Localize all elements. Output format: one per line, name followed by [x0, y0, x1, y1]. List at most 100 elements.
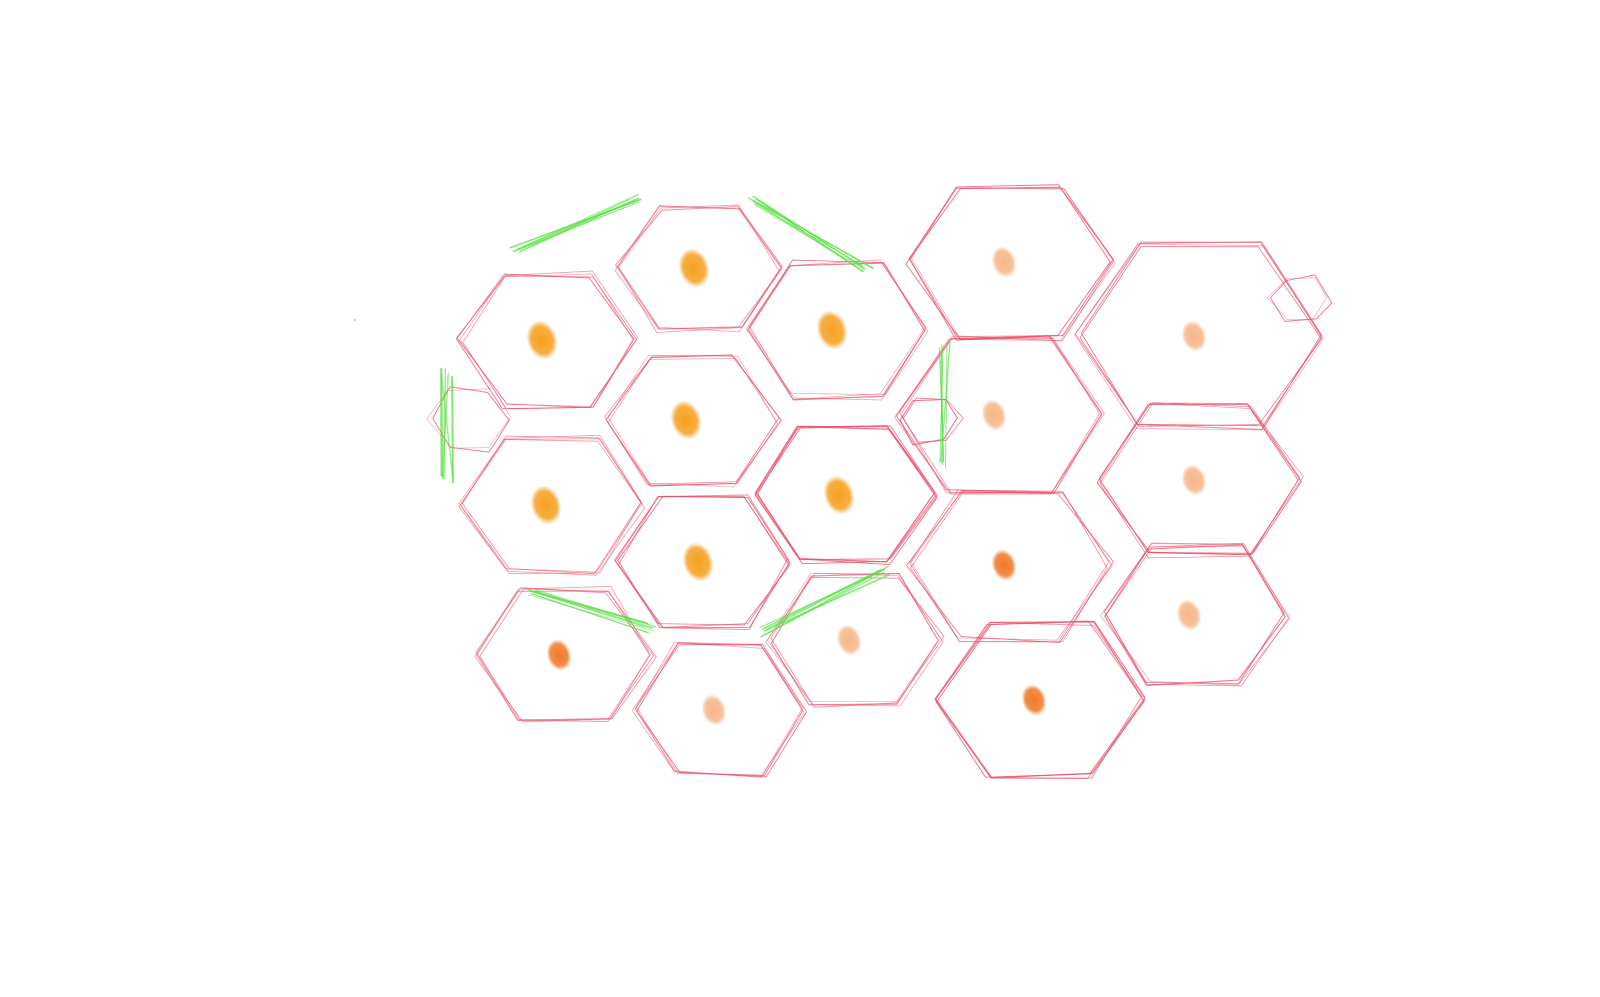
cell-outline-stroke — [910, 492, 1110, 643]
cell-4 — [604, 354, 782, 488]
green-edge-4 — [938, 342, 951, 469]
green-edge-3 — [440, 367, 454, 484]
cell-12 — [1074, 241, 1324, 431]
green-edge-stroke — [518, 198, 630, 253]
cell-outline-stroke — [634, 643, 808, 778]
nucleus-12 — [1181, 320, 1207, 352]
stray-dot — [354, 319, 356, 321]
cell-outline-stroke — [461, 435, 642, 574]
green-edge-stroke — [939, 345, 944, 464]
nucleus-17 — [1021, 684, 1047, 716]
cell-fragment-2 — [899, 397, 964, 446]
cell-outline-stroke — [934, 621, 1145, 779]
cell-outline-stroke — [906, 491, 1114, 643]
cell-outline-stroke — [755, 425, 936, 563]
cell-outline-stroke — [456, 275, 637, 408]
green-edge-2 — [747, 195, 874, 273]
cell-outline-stroke — [459, 438, 642, 574]
cell-outline-stroke — [765, 572, 944, 707]
cell-outline-stroke — [615, 205, 783, 330]
nucleus-7 — [682, 542, 714, 582]
cell-outline-stroke — [757, 425, 938, 566]
cell-outline-stroke — [908, 184, 1114, 341]
cells-layer — [426, 184, 1333, 780]
green-edge-stroke — [945, 343, 948, 469]
green-edge-stroke — [441, 372, 450, 480]
nucleus-13 — [981, 399, 1007, 431]
cell-outline-stroke — [1098, 402, 1299, 556]
green-edge-stroke — [763, 574, 890, 632]
green-edge-stroke — [530, 593, 649, 634]
cell-outline-stroke — [899, 398, 958, 446]
cell-outline-stroke — [1100, 545, 1291, 686]
cell-8 — [474, 585, 657, 723]
cell-10 — [765, 572, 945, 708]
cell-outline-stroke — [748, 259, 927, 395]
cell-outline-stroke — [607, 355, 777, 488]
green-edge-stroke — [940, 351, 944, 466]
cell-outline-stroke — [747, 262, 926, 401]
cell-outline-stroke — [1099, 402, 1304, 556]
nucleus-4 — [670, 400, 702, 440]
cell-outline-stroke — [479, 588, 657, 721]
green-edge-stroke — [441, 368, 444, 478]
cell-1 — [614, 204, 783, 333]
cell-17 — [934, 620, 1146, 780]
cell-outline-stroke — [426, 388, 511, 449]
green-edge-stroke — [752, 195, 866, 270]
cell-9 — [631, 641, 808, 778]
nucleus-3 — [816, 310, 848, 350]
nucleus-15 — [991, 549, 1017, 581]
cell-11 — [905, 184, 1116, 342]
green-edge-6 — [759, 565, 890, 638]
nucleus-5 — [530, 485, 562, 525]
cell-outline-stroke — [617, 495, 791, 629]
cell-fragment-1 — [426, 386, 511, 453]
cell-outline-stroke — [475, 587, 655, 723]
green-edge-1 — [509, 193, 642, 253]
cell-15 — [906, 489, 1114, 643]
cell-outline-stroke — [1079, 246, 1322, 427]
cell-outline-stroke — [458, 434, 643, 573]
nucleus-16 — [1176, 599, 1202, 631]
cell-outline-stroke — [432, 386, 510, 453]
cell-outline-stroke — [909, 489, 1108, 643]
green-edge-stroke — [528, 589, 653, 630]
nucleus-10 — [836, 624, 862, 656]
cell-outline-stroke — [617, 205, 782, 333]
green-edge-5 — [528, 589, 657, 634]
cell-outline-stroke — [910, 490, 1113, 641]
nucleus-8 — [546, 639, 572, 671]
cell-2 — [456, 270, 639, 410]
nuclei-layer — [526, 246, 1207, 726]
green-edge-stroke — [760, 568, 886, 638]
cell-outline-stroke — [614, 495, 790, 628]
cell-outline-stroke — [1104, 544, 1286, 686]
cell-outline-stroke — [754, 425, 938, 561]
cell-3 — [746, 259, 929, 401]
cell-5 — [458, 434, 646, 576]
cell-outline-stroke — [604, 354, 780, 485]
cell-outline-stroke — [770, 576, 945, 708]
nucleus-1 — [678, 248, 710, 288]
green-edge-stroke — [534, 589, 657, 628]
cell-fragment-3 — [1266, 274, 1333, 322]
green-edges-layer — [440, 193, 951, 638]
nucleus-11 — [991, 246, 1017, 278]
nucleus-14 — [1181, 464, 1207, 496]
green-edge-stroke — [440, 375, 454, 478]
green-edge-stroke — [765, 565, 890, 631]
green-edge-stroke — [451, 375, 454, 484]
cell-outline-stroke — [1096, 403, 1302, 554]
green-edge-stroke — [509, 198, 642, 249]
cell-16 — [1100, 542, 1291, 687]
green-edge-stroke — [762, 569, 882, 630]
cell-outline-stroke — [618, 204, 780, 333]
cell-outline-stroke — [456, 273, 635, 410]
cell-outline-stroke — [476, 590, 651, 722]
cell-6 — [754, 425, 938, 566]
cell-outline-stroke — [1074, 243, 1324, 431]
green-edge-stroke — [753, 199, 874, 270]
